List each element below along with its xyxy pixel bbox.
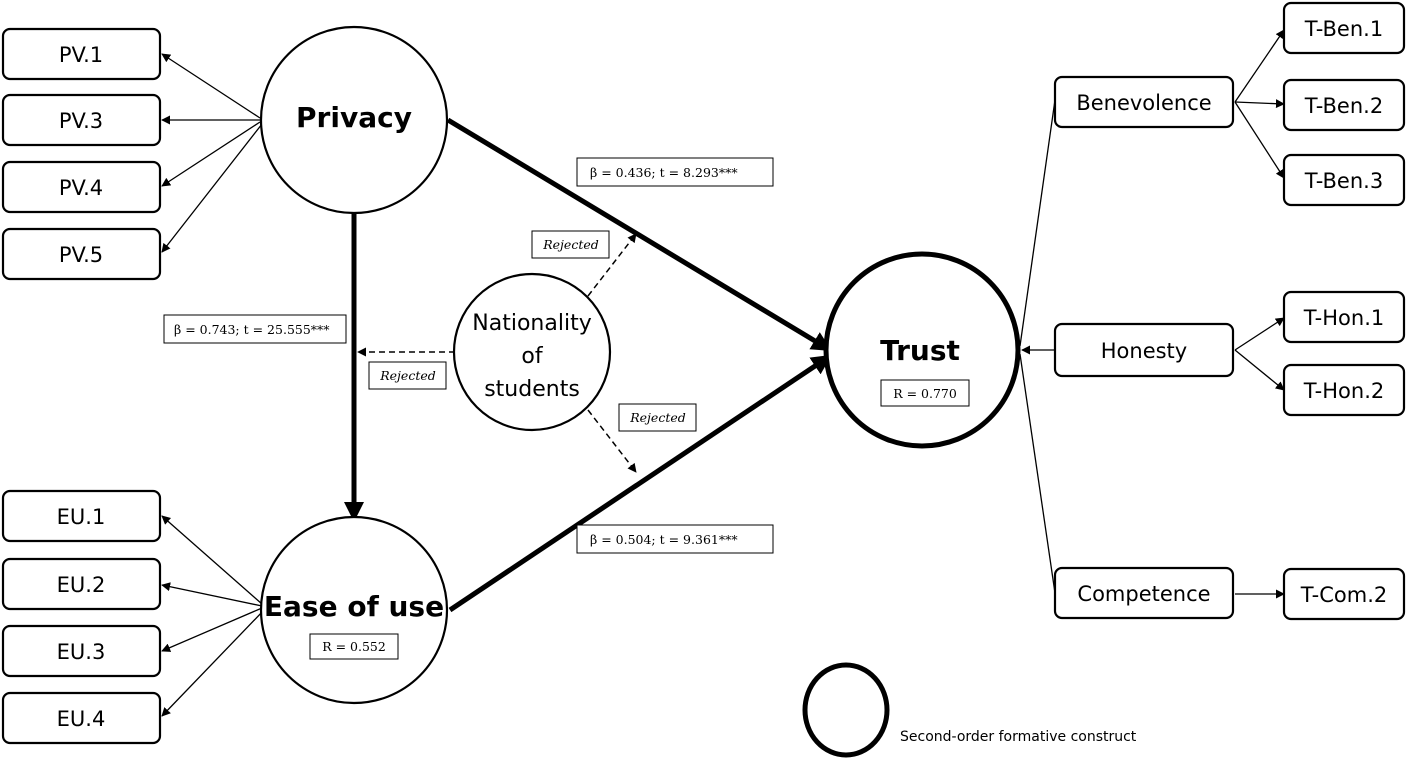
dimension-label: Competence <box>1077 582 1210 606</box>
rejected-label-lower: Rejected <box>618 403 697 432</box>
indicator-label: PV.3 <box>59 109 103 133</box>
svg-text:β = 0.436; t = 8.293***: β = 0.436; t = 8.293*** <box>590 165 738 180</box>
indicator-label: PV.1 <box>59 43 103 67</box>
moderation-arrow-lower <box>587 409 637 473</box>
moderator-label-line2: of <box>521 344 543 369</box>
dimension-label: Benevolence <box>1076 91 1211 115</box>
indicator-eu-3: EU.3 <box>1 624 162 678</box>
indicator-eu-2: EU.2 <box>1 557 162 611</box>
indicator-pv-3: PV.3 <box>1 93 162 147</box>
coef-privacy-to-ease: β = 0.743; t = 25.555*** <box>163 314 347 344</box>
construct-privacy: Privacy <box>259 25 449 215</box>
moderator-label-line3: students <box>484 377 580 402</box>
indicator-label: EU.1 <box>57 505 106 529</box>
coef-ease-to-trust: β = 0.504; t = 9.361*** <box>576 524 774 554</box>
rejected-label-left: Rejected <box>368 361 447 390</box>
item-label: T-Hon.2 <box>1303 379 1384 403</box>
svg-text:Rejected: Rejected <box>629 410 686 425</box>
r-value-ease: R = 0.552 <box>322 639 386 654</box>
construct-ease-of-use: Ease of use R = 0.552 <box>259 515 449 705</box>
item-t-hon-1: T-Hon.1 <box>1282 290 1406 344</box>
dimension-benevolence: Benevolence <box>1053 75 1235 129</box>
svg-text:β = 0.504; t = 9.361***: β = 0.504; t = 9.361*** <box>590 532 738 547</box>
moderation-arrow-upper <box>587 233 637 297</box>
indicator-label: EU.3 <box>57 640 106 664</box>
indicator-label: PV.5 <box>59 243 103 267</box>
item-label: T-Hon.1 <box>1303 306 1384 330</box>
indicator-eu-4: EU.4 <box>1 691 162 745</box>
indicator-pv-1: PV.1 <box>1 27 162 81</box>
construct-label: Trust <box>880 334 960 367</box>
path-ease-to-trust <box>448 353 832 613</box>
privacy-indicator-arrows <box>161 53 263 253</box>
moderator-nationality: Nationality of students <box>452 272 612 432</box>
construct-label: Ease of use <box>264 590 444 623</box>
item-t-com-2: T-Com.2 <box>1282 567 1406 621</box>
svg-text:β = 0.743; t = 25.555***: β = 0.743; t = 25.555*** <box>174 322 330 337</box>
svg-text:Rejected: Rejected <box>542 237 599 252</box>
indicator-label: EU.4 <box>57 707 106 731</box>
construct-trust: Trust R = 0.770 <box>823 251 1021 449</box>
dimension-honesty: Honesty <box>1053 322 1235 378</box>
r-value-trust: R = 0.770 <box>893 386 957 401</box>
legend-circle-symbol <box>802 662 890 758</box>
item-t-ben-1: T-Ben.1 <box>1282 1 1406 55</box>
ease-indicator-arrows <box>161 515 265 717</box>
path-privacy-to-trust <box>446 117 832 353</box>
indicator-eu-1: EU.1 <box>1 489 162 543</box>
indicator-label: PV.4 <box>59 176 103 200</box>
indicator-pv-4: PV.4 <box>1 160 162 214</box>
legend-text: Second-order formative construct <box>900 729 1137 745</box>
item-t-ben-3: T-Ben.3 <box>1282 153 1406 207</box>
trust-dimension-links <box>1019 99 1056 594</box>
dimension-item-arrows <box>1234 29 1285 599</box>
item-label: T-Com.2 <box>1300 583 1387 607</box>
item-label: T-Ben.2 <box>1304 94 1383 118</box>
dimension-competence: Competence <box>1053 566 1235 620</box>
item-label: T-Ben.1 <box>1304 17 1383 41</box>
construct-label: Privacy <box>296 101 412 134</box>
legend: Second-order formative construct <box>802 662 1137 758</box>
item-label: T-Ben.3 <box>1304 169 1383 193</box>
svg-text:Rejected: Rejected <box>379 368 436 383</box>
indicator-pv-5: PV.5 <box>1 227 162 281</box>
rejected-label-upper: Rejected <box>531 230 610 259</box>
indicator-label: EU.2 <box>57 573 106 597</box>
moderator-label-line1: Nationality <box>472 311 591 336</box>
dimension-label: Honesty <box>1101 339 1187 363</box>
item-t-ben-2: T-Ben.2 <box>1282 78 1406 132</box>
item-t-hon-2: T-Hon.2 <box>1282 363 1406 417</box>
coef-privacy-to-trust: β = 0.436; t = 8.293*** <box>576 157 774 187</box>
